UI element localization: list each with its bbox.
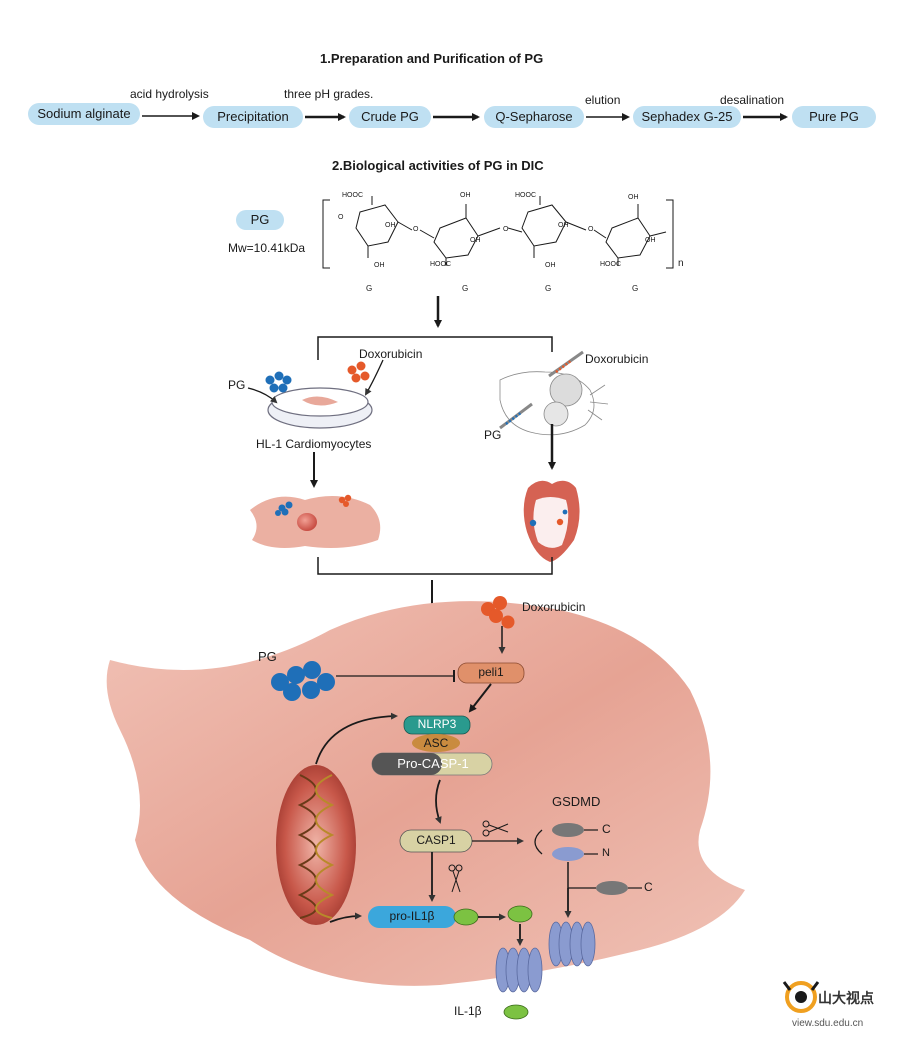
- step-sodium-alginate: Sodium alginate: [28, 103, 140, 125]
- asc-node: [412, 734, 460, 752]
- chem-cooh-1: HOOC: [342, 192, 363, 199]
- ring-label-g2: G: [462, 284, 469, 293]
- mature-il1b-node: [507, 905, 533, 923]
- watermark-logo-icon: [782, 981, 820, 1013]
- mech-dox-label: Doxorubicin: [522, 600, 586, 614]
- chem-cooh-3: HOOC: [430, 261, 451, 268]
- peli1-label: peli1: [478, 665, 504, 679]
- mechanism-pg-molecules: [271, 661, 335, 701]
- step-crude-pg: Crude PG: [349, 106, 431, 128]
- pro-casp1-node: [372, 753, 442, 775]
- invivo-dox-label: Doxorubicin: [585, 352, 649, 366]
- pg-badge: PG: [236, 210, 284, 230]
- gsdmd-n-label: N: [602, 847, 610, 859]
- section1-title: 1.Preparation and Purification of PG: [320, 51, 544, 66]
- chem-o-2: O: [503, 226, 509, 233]
- il1b-label: IL-1β: [454, 1004, 482, 1018]
- scissors-icon-1: [482, 820, 509, 837]
- chem-o-1: O: [413, 226, 419, 233]
- step-precipitation: Precipitation: [203, 106, 303, 128]
- step-sephadex: Sephadex G-25: [633, 106, 741, 128]
- label-three-ph-grades: three pH grades.: [284, 87, 374, 101]
- casp1-label: CASP1: [416, 833, 456, 847]
- ring-label-g4: G: [632, 284, 639, 293]
- chem-o-4: O: [338, 214, 344, 221]
- invitro-dox-label: Doxorubicin: [359, 347, 423, 361]
- section2-title: 2.Biological activities of PG in DIC: [332, 158, 544, 173]
- pore-il1b: [495, 947, 543, 993]
- split-bracket: [317, 336, 553, 360]
- asc-label: ASC: [423, 736, 449, 750]
- label-acid-hydrolysis: acid hydrolysis: [130, 87, 209, 101]
- ring-label-g1: G: [366, 284, 373, 293]
- flow-arrows: [142, 112, 788, 121]
- mouse-icon: [499, 371, 609, 436]
- mechanism-dox-molecules: [481, 596, 515, 629]
- mech-pg-label: PG: [258, 649, 277, 664]
- label-elution: elution: [585, 93, 621, 107]
- repeat-n: n: [678, 258, 684, 269]
- chem-cooh-4: HOOC: [600, 261, 621, 268]
- chem-oh-1: OH: [460, 192, 471, 199]
- chem-oh-3: OH: [385, 222, 396, 229]
- released-il1b: [503, 1004, 529, 1020]
- label-desalination: desalination: [720, 93, 785, 107]
- watermark-url: view.sdu.edu.cn: [792, 1018, 864, 1029]
- chem-o-3: O: [588, 226, 594, 233]
- invivo-pg-label: PG: [484, 428, 502, 442]
- pore-gsdmd: [548, 921, 596, 967]
- mitochondrion-icon: [276, 765, 356, 925]
- invitro-pg-molecules: [265, 371, 292, 393]
- cell-body: [106, 601, 745, 986]
- nlrp3-node: [403, 715, 471, 735]
- pro-casp1-label: Pro-CASP-1: [397, 756, 469, 771]
- chem-oh-5: OH: [558, 222, 569, 229]
- gsdmd-label: GSDMD: [552, 794, 601, 809]
- syringe-dox: [548, 350, 584, 378]
- cardiomyocyte-icon: [250, 494, 381, 548]
- heart-icon: [523, 480, 580, 562]
- step-pure-pg: Pure PG: [792, 106, 876, 128]
- pro-il1b-node: [368, 906, 456, 928]
- watermark-name: 山大视点: [818, 990, 874, 1006]
- invitro-pg-label: PG: [228, 378, 246, 392]
- pro-il1b-label: pro-IL1β: [389, 909, 435, 923]
- syringe-pg: [499, 402, 533, 430]
- nlrp3-label: NLRP3: [417, 717, 457, 731]
- gsdmd-fragments: [534, 823, 642, 918]
- gsdmd-c2-label: C: [644, 880, 653, 894]
- chem-cooh-2: HOOC: [515, 192, 536, 199]
- cell-line-label: HL-1 Cardiomyocytes: [256, 437, 372, 451]
- mw-label: Mw=10.41kDa: [228, 241, 306, 255]
- ring-label-g3: G: [545, 284, 552, 293]
- chem-oh-7: OH: [374, 262, 385, 269]
- scissors-icon-2: [448, 864, 463, 893]
- peli1-node: [457, 662, 525, 684]
- chem-oh-8: OH: [545, 262, 556, 269]
- pg-structure: [322, 196, 674, 269]
- chem-oh-2: OH: [628, 194, 639, 201]
- step-q-sepharose: Q-Sepharose: [484, 106, 584, 128]
- petri-dish-icon: [267, 387, 373, 429]
- chem-oh-6: OH: [645, 237, 656, 244]
- invitro-dox-molecules: [347, 361, 370, 383]
- gsdmd-c-label: C: [602, 822, 611, 836]
